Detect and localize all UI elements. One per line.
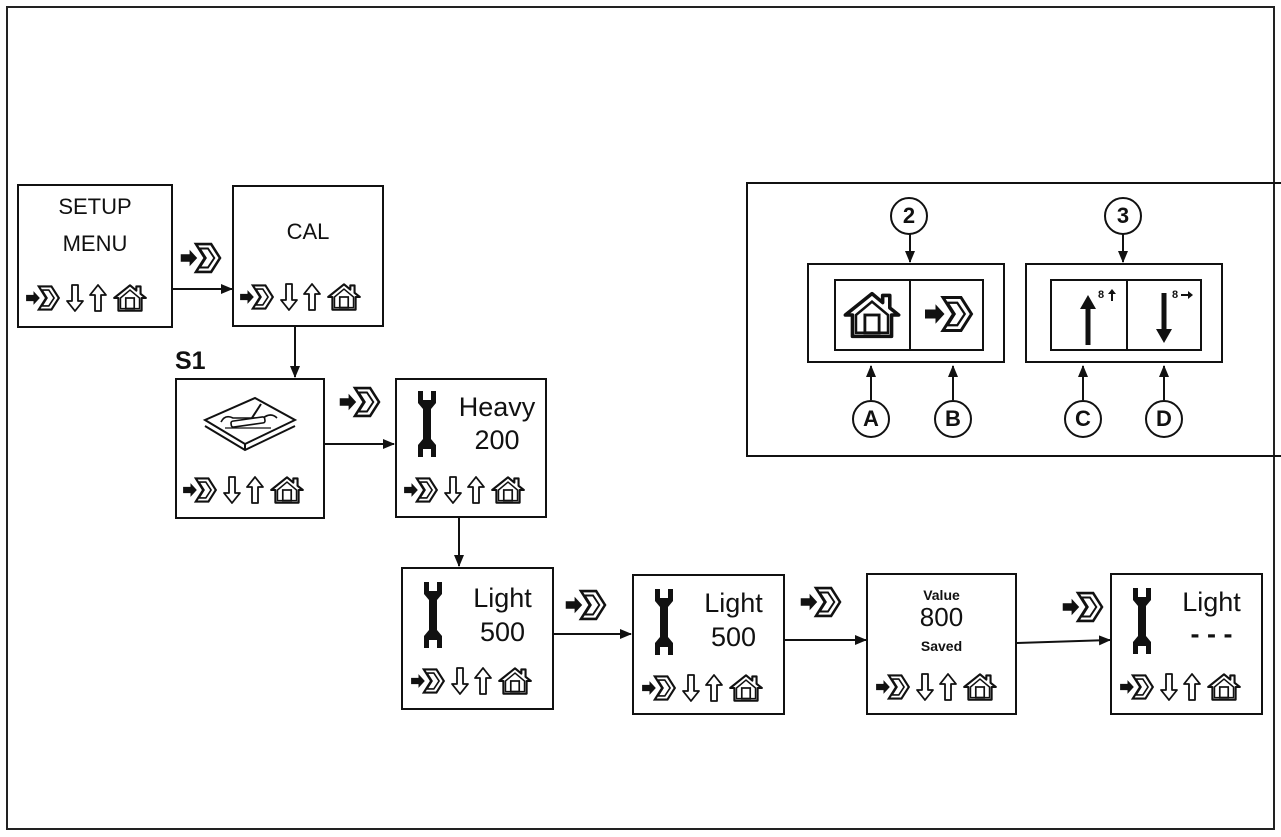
- small-up-arrow-icon: [1108, 289, 1116, 301]
- up-arrow-icon: [1182, 671, 1202, 703]
- enter-icon: [1060, 588, 1106, 626]
- enter-icon: [640, 672, 678, 704]
- screen-line-2: MENU: [62, 231, 128, 256]
- key-divider: [1126, 281, 1128, 349]
- button-icons: [24, 282, 149, 314]
- home-icon: [496, 665, 534, 697]
- home-icon: [268, 474, 306, 506]
- home-icon: [489, 474, 527, 506]
- wrench-icon: [421, 579, 445, 651]
- button-group-3: 8 8: [1025, 263, 1223, 363]
- screen-cal: CAL: [232, 185, 384, 327]
- callout-2: 2: [890, 197, 928, 235]
- up-arrow-icon: [302, 281, 322, 313]
- screen-line-1: Light: [704, 588, 763, 618]
- button-group-2: [807, 263, 1005, 363]
- label-d: D: [1145, 400, 1183, 438]
- label-c: C: [1064, 400, 1102, 438]
- diagram-frame: [6, 6, 1275, 830]
- enter-icon: [178, 239, 224, 277]
- label-a: A: [852, 400, 890, 438]
- arrow-keys: 8 8: [1050, 279, 1202, 351]
- home-icon: [727, 672, 765, 704]
- home-icon: [325, 281, 363, 313]
- screen-setup-menu: SETUP MENU: [17, 184, 173, 328]
- screen-line-3: Saved: [920, 638, 963, 654]
- arrow-saved-to-light3: [1016, 635, 1111, 646]
- down-arrow-icon: [443, 474, 463, 506]
- screen-line-1: Light: [1182, 587, 1241, 617]
- button-icons: [181, 474, 306, 506]
- up-arrow-icon: [245, 474, 265, 506]
- up-arrow-icon: [704, 672, 724, 704]
- screen-line-1: Heavy: [458, 392, 536, 422]
- screen-value-saved: Value 800 Saved: [866, 573, 1017, 715]
- down-arrow-icon: [279, 281, 299, 313]
- button-icons: [238, 281, 363, 313]
- down-arrow-icon: [222, 474, 242, 506]
- up-arrow-icon: [466, 474, 486, 506]
- button-icons: [640, 672, 765, 704]
- enter-icon: [874, 671, 912, 703]
- button-icons: [409, 665, 534, 697]
- home-icon: [1205, 671, 1243, 703]
- down-arrow-icon: [1159, 671, 1179, 703]
- up-arrow-icon: [1080, 295, 1096, 345]
- small-right-arrow-icon: [1181, 291, 1193, 299]
- book-wrench-icon: [202, 396, 298, 452]
- button-icons: [402, 474, 527, 506]
- screen-light-3: Light - - -: [1110, 573, 1263, 715]
- screen-light-2: Light 500: [632, 574, 785, 715]
- wrench-icon: [1130, 585, 1154, 657]
- enter-icon: [409, 665, 447, 697]
- screen-line-1: SETUP: [58, 194, 132, 219]
- home-icon: [961, 671, 999, 703]
- enter-icon: [24, 282, 62, 314]
- up-arrow-icon: [473, 665, 493, 697]
- legend-panel: [746, 182, 1281, 457]
- screen-line-2: 200: [474, 425, 520, 455]
- up-arrow-icon: [88, 282, 108, 314]
- screen-line-2: 500: [710, 622, 757, 652]
- button-icons: [1118, 671, 1243, 703]
- step-label-s1: S1: [175, 347, 206, 375]
- screen-line-1: Light: [473, 583, 532, 613]
- down-arrow-icon: [450, 665, 470, 697]
- screen-light-1: Light 500: [401, 567, 554, 710]
- screen-line-2: - - -: [1190, 619, 1233, 649]
- enter-icon: [181, 474, 219, 506]
- button-icons: [874, 671, 999, 703]
- callout-3: 3: [1104, 197, 1142, 235]
- screen-line-2: 800: [919, 602, 964, 632]
- screen-line-1: CAL: [286, 219, 330, 244]
- enter-icon: [798, 583, 844, 621]
- down-key-note: 8: [1172, 289, 1179, 301]
- down-arrow-icon: [65, 282, 85, 314]
- enter-icon: [238, 281, 276, 313]
- enter-icon: [563, 586, 609, 624]
- screen-heavy: Heavy 200: [395, 378, 547, 518]
- up-key-note: 8: [1098, 289, 1105, 301]
- down-arrow-icon: [915, 671, 935, 703]
- home-icon: [840, 285, 904, 345]
- enter-icon: [337, 383, 383, 421]
- down-arrow-icon: [1156, 293, 1172, 343]
- wrench-icon: [652, 586, 676, 658]
- home-key: [834, 279, 984, 351]
- screen-line-2: 500: [479, 617, 526, 647]
- screen-calibration-book: [175, 378, 325, 519]
- down-arrow-icon: [681, 672, 701, 704]
- enter-icon: [1118, 671, 1156, 703]
- label-b: B: [934, 400, 972, 438]
- screen-line-1: Value: [923, 587, 960, 603]
- home-icon: [111, 282, 149, 314]
- up-arrow-icon: [938, 671, 958, 703]
- enter-icon: [402, 474, 440, 506]
- key-divider: [909, 281, 911, 349]
- enter-icon: [922, 291, 976, 337]
- wrench-icon: [415, 388, 439, 460]
